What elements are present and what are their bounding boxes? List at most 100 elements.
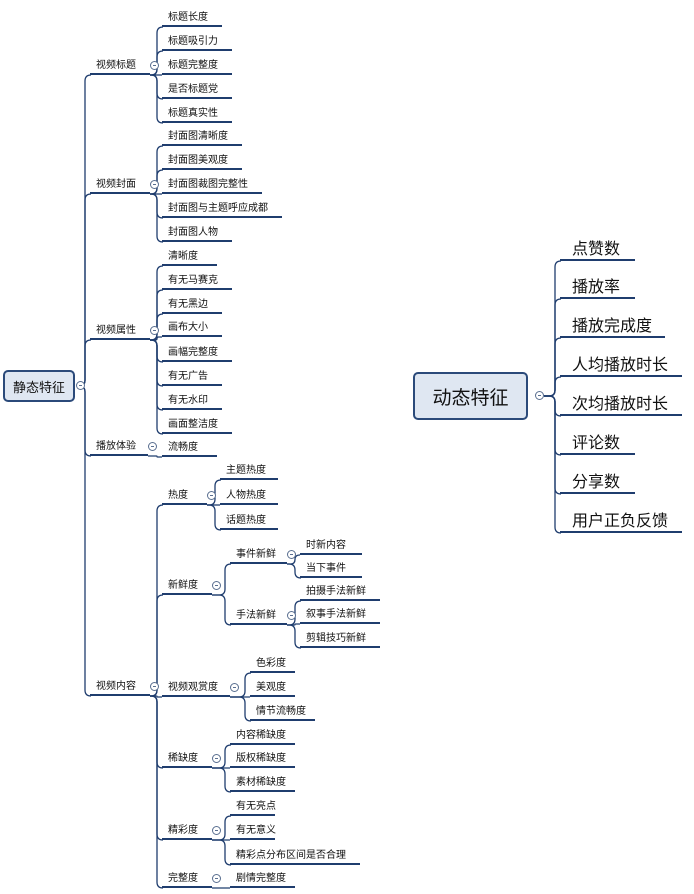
leaf-node[interactable]: 用户正负反馈	[560, 511, 682, 533]
branch-node[interactable]: 热度	[162, 489, 207, 505]
leaf-node[interactable]: 有无水印	[162, 394, 222, 410]
node-label: 视频标题	[96, 60, 136, 71]
node-label: 标题完整度	[168, 60, 218, 71]
leaf-node[interactable]: 封面图与主题呼应成都	[162, 202, 282, 218]
leaf-node[interactable]: 剧情完整度	[230, 872, 295, 888]
leaf-node[interactable]: 点赞数	[560, 239, 635, 261]
leaf-node[interactable]: 版权稀缺度	[230, 752, 295, 768]
node-label: 是否标题党	[168, 84, 218, 95]
leaf-node[interactable]: 画幅完整度	[162, 346, 232, 362]
leaf-node[interactable]: 清晰度	[162, 250, 217, 266]
leaf-node[interactable]: 美观度	[250, 681, 295, 697]
node-label: 有无马赛克	[168, 275, 218, 286]
leaf-node[interactable]: 评论数	[560, 433, 635, 455]
connector-line	[78, 385, 92, 697]
leaf-node[interactable]: 播放完成度	[560, 316, 665, 338]
branch-node[interactable]: 视频属性	[90, 324, 150, 340]
leaf-node[interactable]: 有无亮点	[230, 800, 276, 816]
node-label: 次均播放时长	[572, 394, 669, 413]
node-label: 手法新鲜	[236, 610, 276, 621]
collapse-toggle-icon[interactable]	[150, 61, 159, 70]
node-label: 有无黑边	[168, 299, 208, 310]
node-label: 事件新鲜	[236, 549, 276, 560]
connector-line	[544, 376, 562, 397]
collapse-toggle-icon[interactable]	[150, 326, 159, 335]
leaf-node[interactable]: 封面图人物	[162, 226, 232, 242]
branch-node[interactable]: 新鲜度	[162, 579, 212, 595]
leaf-node[interactable]: 叙事手法新鲜	[300, 608, 380, 624]
leaf-node[interactable]: 拍摄手法新鲜	[300, 585, 380, 601]
leaf-node[interactable]: 精彩点分布区间是否合理	[230, 849, 360, 865]
branch-node[interactable]: 稀缺度	[162, 752, 212, 768]
collapse-toggle-icon[interactable]	[207, 491, 216, 500]
leaf-node[interactable]: 有无广告	[162, 370, 222, 386]
node-label: 完整度	[168, 873, 198, 884]
node-label: 精彩度	[168, 825, 198, 836]
leaf-node[interactable]: 是否标题党	[162, 83, 232, 99]
connector-line	[150, 336, 162, 341]
collapse-toggle-icon[interactable]	[212, 754, 221, 763]
branch-node[interactable]: 视频内容	[90, 680, 150, 696]
collapse-toggle-icon[interactable]	[212, 826, 221, 835]
branch-node[interactable]: 精彩度	[162, 824, 212, 840]
leaf-node[interactable]: 人均播放时长	[560, 355, 682, 377]
leaf-node[interactable]: 话题热度	[220, 514, 278, 530]
collapse-toggle-icon[interactable]	[212, 581, 221, 590]
node-label: 有无亮点	[236, 801, 276, 812]
node-label: 封面图与主题呼应成都	[168, 203, 268, 214]
leaf-node[interactable]: 剪辑技巧新鲜	[300, 632, 380, 648]
leaf-node[interactable]: 有无意义	[230, 824, 276, 840]
leaf-node[interactable]: 当下事件	[300, 562, 362, 578]
collapse-toggle-icon[interactable]	[150, 180, 159, 189]
collapse-toggle-icon[interactable]	[230, 683, 239, 692]
node-label: 人物热度	[226, 490, 266, 501]
leaf-node[interactable]: 画面整洁度	[162, 418, 232, 434]
leaf-node[interactable]: 情节流畅度	[250, 705, 315, 721]
branch-node[interactable]: 视频观赏度	[162, 681, 230, 697]
node-label: 视频封面	[96, 179, 136, 190]
leaf-node[interactable]: 分享数	[560, 472, 635, 494]
leaf-node[interactable]: 有无马赛克	[162, 274, 232, 290]
leaf-node[interactable]: 标题真实性	[162, 107, 232, 123]
collapse-toggle-icon[interactable]	[287, 611, 296, 620]
root-node-label: 动态特征	[432, 386, 509, 409]
collapse-toggle-icon[interactable]	[287, 550, 296, 559]
leaf-node[interactable]: 色彩度	[250, 657, 295, 673]
leaf-node[interactable]: 封面图清晰度	[162, 130, 242, 146]
root-node-dynamic[interactable]: 动态特征	[413, 372, 528, 420]
leaf-node[interactable]: 标题长度	[162, 11, 222, 27]
branch-node[interactable]: 完整度	[162, 872, 212, 888]
leaf-node[interactable]: 封面图裁图完整性	[162, 178, 262, 194]
root-node-static[interactable]: 静态特征	[3, 370, 75, 402]
connector-line	[150, 695, 162, 698]
collapse-toggle-icon[interactable]	[535, 391, 544, 400]
leaf-node[interactable]: 人物热度	[220, 489, 278, 505]
node-label: 评论数	[572, 433, 621, 452]
collapse-toggle-icon[interactable]	[76, 381, 85, 390]
leaf-node[interactable]: 标题吸引力	[162, 35, 232, 51]
leaf-node[interactable]: 次均播放时长	[560, 394, 682, 416]
leaf-node[interactable]: 封面图美观度	[162, 154, 242, 170]
branch-node[interactable]: 事件新鲜	[230, 548, 287, 564]
node-label: 流畅度	[168, 442, 198, 453]
connector-line	[287, 554, 300, 565]
leaf-node[interactable]: 流畅度	[162, 441, 217, 457]
branch-node[interactable]: 视频封面	[90, 178, 150, 194]
collapse-toggle-icon[interactable]	[150, 682, 159, 691]
collapse-toggle-icon[interactable]	[212, 874, 221, 883]
node-label: 剪辑技巧新鲜	[306, 633, 366, 644]
branch-node[interactable]: 视频标题	[90, 59, 150, 75]
leaf-node[interactable]: 播放率	[560, 277, 635, 299]
leaf-node[interactable]: 内容稀缺度	[230, 729, 295, 745]
collapse-toggle-icon[interactable]	[148, 442, 157, 451]
leaf-node[interactable]: 时新内容	[300, 539, 362, 555]
leaf-node[interactable]: 素材稀缺度	[230, 776, 295, 792]
node-label: 封面图清晰度	[168, 131, 228, 142]
leaf-node[interactable]: 主题热度	[220, 464, 278, 480]
leaf-node[interactable]: 标题完整度	[162, 59, 232, 75]
branch-node[interactable]: 手法新鲜	[230, 609, 287, 625]
leaf-node[interactable]: 画布大小	[162, 321, 222, 337]
leaf-node[interactable]: 有无黑边	[162, 298, 222, 314]
branch-node[interactable]: 播放体验	[90, 440, 148, 456]
node-label: 有无水印	[168, 395, 208, 406]
